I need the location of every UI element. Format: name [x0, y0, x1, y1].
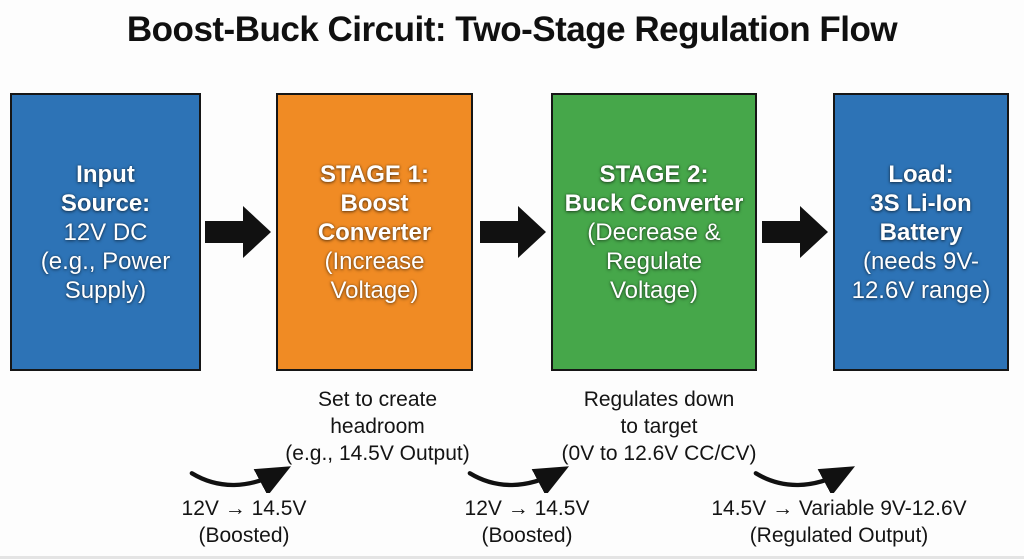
flow-label-boosted-2: 12V → 14.5V (Boosted) [427, 495, 627, 549]
arrow-right-icon [480, 206, 546, 258]
box-stage2-heading: STAGE 2: Buck Converter [564, 160, 744, 217]
bottom-edge-artifact [0, 556, 1024, 559]
curved-arrow-icon [753, 466, 856, 493]
flow-label-boosted-1: 12V → 14.5V (Boosted) [144, 495, 344, 549]
arrow-right-icon [762, 206, 828, 258]
box-stage1-detail: (Increase Voltage) [324, 247, 425, 304]
flow-label-voltage: 12V → 14.5V [181, 497, 307, 520]
box-input-source: Input Source: 12V DC (e.g., Power Supply… [10, 93, 201, 371]
diagram-title: Boost-Buck Circuit: Two-Stage Regulation… [126, 10, 898, 49]
flow-label-caption: (Boosted) [198, 524, 290, 547]
box-stage1-boost-converter: STAGE 1: Boost Converter (Increase Volta… [276, 93, 473, 371]
note-buck-regulation: Regulates down to target (0V to 12.6V CC… [561, 388, 757, 465]
arrow-right-icon [205, 206, 271, 258]
box-stage2-detail: (Decrease & Regulate Voltage) [587, 218, 721, 304]
box-stage1-heading: STAGE 1: Boost Converter [317, 160, 432, 246]
flow-label-caption: (Regulated Output) [749, 524, 929, 547]
flow-label-regulated-output: 14.5V → Variable 9V-12.6V (Regulated Out… [688, 495, 990, 549]
box-stage2-buck-converter: STAGE 2: Buck Converter (Decrease & Regu… [551, 93, 757, 371]
flow-label-voltage: 14.5V → Variable 9V-12.6V [711, 497, 967, 520]
box-load-detail: (needs 9V- 12.6V range) [851, 247, 991, 304]
flow-label-caption: (Boosted) [481, 524, 573, 547]
box-load-heading: Load: 3S Li-Ion Battery [870, 160, 972, 246]
curved-arrow-icon [467, 466, 570, 493]
curved-arrow-icon [189, 466, 292, 493]
box-load-battery: Load: 3S Li-Ion Battery (needs 9V- 12.6V… [833, 93, 1009, 371]
box-input-source-detail: 12V DC (e.g., Power Supply) [40, 218, 171, 304]
flow-label-voltage: 12V → 14.5V [464, 497, 590, 520]
box-input-source-heading: Input Source: [60, 160, 151, 217]
note-boost-headroom: Set to create headroom (e.g., 14.5V Outp… [285, 388, 470, 465]
